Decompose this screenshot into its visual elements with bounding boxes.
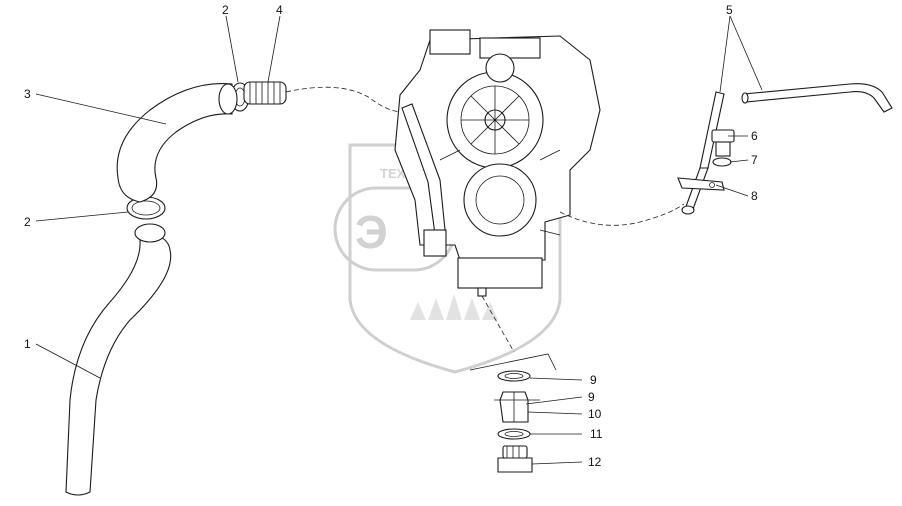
curved-upper-hose [116, 82, 238, 203]
assembly-line-hose [285, 86, 401, 113]
callout-3: 3 [24, 87, 31, 101]
breather-tube [681, 83, 893, 215]
callout-9-upper: 9 [590, 373, 597, 387]
sealing-washer-lower [497, 428, 531, 440]
callout-11: 10 [588, 407, 602, 421]
callout-8: 8 [751, 189, 758, 203]
drain-plug [497, 445, 533, 473]
callout-1: 1 [24, 337, 31, 351]
callout-10: 9 [588, 390, 595, 404]
engine-assembly [394, 29, 601, 297]
corrugated-hose [243, 81, 287, 105]
callout-4: 4 [276, 3, 283, 17]
callout-6: 6 [751, 129, 758, 143]
svg-text:Э: Э [355, 206, 388, 258]
assembly-line-breather [559, 203, 685, 226]
bracket [677, 177, 725, 191]
callout-12: 12 [588, 455, 602, 469]
callout-2-upper: 2 [222, 3, 229, 17]
washer-small [712, 157, 732, 167]
bolt [711, 129, 735, 157]
callout-7: 7 [751, 153, 758, 167]
drain-view-line [469, 353, 557, 371]
leader-lines [35, 15, 763, 465]
assembly-line-drain [481, 295, 515, 353]
callout-9-lower: 11 [590, 427, 603, 441]
callout-5: 5 [726, 3, 733, 17]
sealing-washer-upper [497, 370, 531, 382]
adapter-fitting [494, 391, 540, 423]
lower-pipe [65, 223, 172, 496]
callout-2-lower: 2 [24, 215, 31, 229]
